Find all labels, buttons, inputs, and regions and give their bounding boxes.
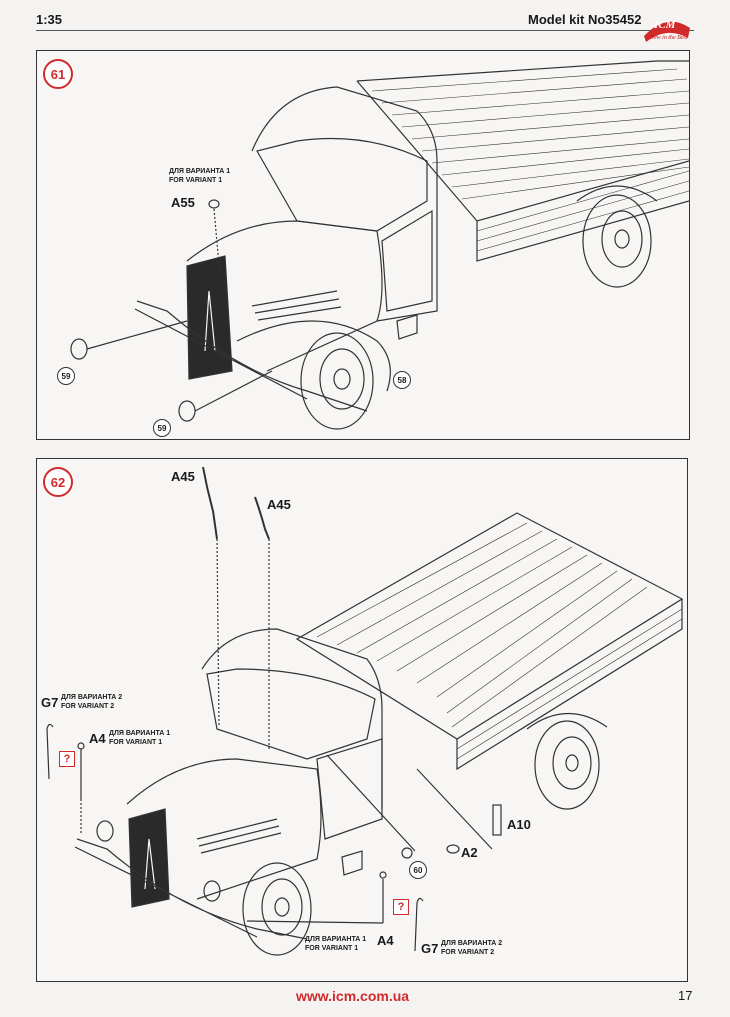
step-62-panel: 62 A45 A45 G7 ДЛЯ ВАРИАНТА 2 FOR VARIANT… bbox=[36, 458, 688, 982]
part-label-a45-right: A45 bbox=[267, 497, 291, 512]
variant-note-ru: ДЛЯ ВАРИАНТА 2 bbox=[441, 940, 503, 947]
variant-note-g7-left: ДЛЯ ВАРИАНТА 2 FOR VARIANT 2 bbox=[61, 693, 122, 711]
variant-note-en: FOR VARIANT 1 bbox=[109, 739, 163, 746]
part-number-58: 58 bbox=[393, 371, 411, 389]
page-number: 17 bbox=[678, 988, 693, 1003]
part-number-59-a: 59 bbox=[57, 367, 75, 385]
part-number-59-b: 59 bbox=[153, 419, 171, 437]
variant-note-en: FOR VARIANT 1 bbox=[305, 945, 359, 952]
question-mark-box-bottom: ? bbox=[393, 899, 409, 915]
part-number-60: 60 bbox=[409, 861, 427, 879]
logo-text: ICM bbox=[654, 19, 676, 31]
header-rule bbox=[36, 30, 694, 31]
variant-note-a4-bottom: ДЛЯ ВАРИАНТА 1 FOR VARIANT 1 bbox=[305, 935, 366, 953]
variant-note-en: FOR VARIANT 1 bbox=[169, 177, 223, 184]
variant-note-ru: ДЛЯ ВАРИАНТА 1 bbox=[109, 730, 171, 737]
part-label-a2: A2 bbox=[461, 845, 478, 860]
variant-note-ru: ДЛЯ ВАРИАНТА 1 bbox=[305, 936, 367, 943]
step-number-62: 62 bbox=[43, 467, 73, 497]
footer-website-url: www.icm.com.ua bbox=[296, 988, 410, 1004]
part-label-a55: A55 bbox=[171, 195, 195, 210]
variant-note-g7-bottom: ДЛЯ ВАРИАНТА 2 FOR VARIANT 2 bbox=[441, 939, 502, 957]
part-label-a45-left: A45 bbox=[171, 469, 195, 484]
part-label-a4-bottom: A4 bbox=[377, 933, 394, 948]
logo-tagline: New in the Best bbox=[650, 35, 688, 41]
step-62-truck-drawing bbox=[46, 466, 684, 956]
variant-note-ru: ДЛЯ ВАРИАНТА 2 bbox=[61, 694, 123, 701]
part-label-g7-bottom: G7 bbox=[421, 941, 439, 956]
variant-note-a55: ДЛЯ ВАРИАНТА 1 FOR VARIANT 1 bbox=[169, 167, 230, 185]
variant-note-en: FOR VARIANT 2 bbox=[441, 949, 495, 956]
variant-note-ru: ДЛЯ ВАРИАНТА 1 bbox=[169, 168, 231, 175]
scale-label: 1:35 bbox=[36, 12, 63, 27]
model-kit-number: Model kit No35452 bbox=[528, 12, 642, 27]
part-label-a10: A10 bbox=[507, 817, 531, 832]
question-mark-box-left: ? bbox=[59, 751, 75, 767]
variant-note-a4-left: ДЛЯ ВАРИАНТА 1 FOR VARIANT 1 bbox=[109, 729, 170, 747]
step-61-truck-drawing bbox=[70, 60, 689, 430]
step-number-61: 61 bbox=[43, 59, 73, 89]
part-label-a4-left: A4 bbox=[89, 731, 106, 746]
icm-logo bbox=[644, 21, 690, 42]
part-label-g7-left: G7 bbox=[41, 695, 59, 710]
step-61-panel: 61 ДЛЯ ВАРИАНТА 1 FOR VARIANT 1 A55 59 5… bbox=[36, 50, 690, 440]
variant-note-en: FOR VARIANT 2 bbox=[61, 703, 115, 710]
